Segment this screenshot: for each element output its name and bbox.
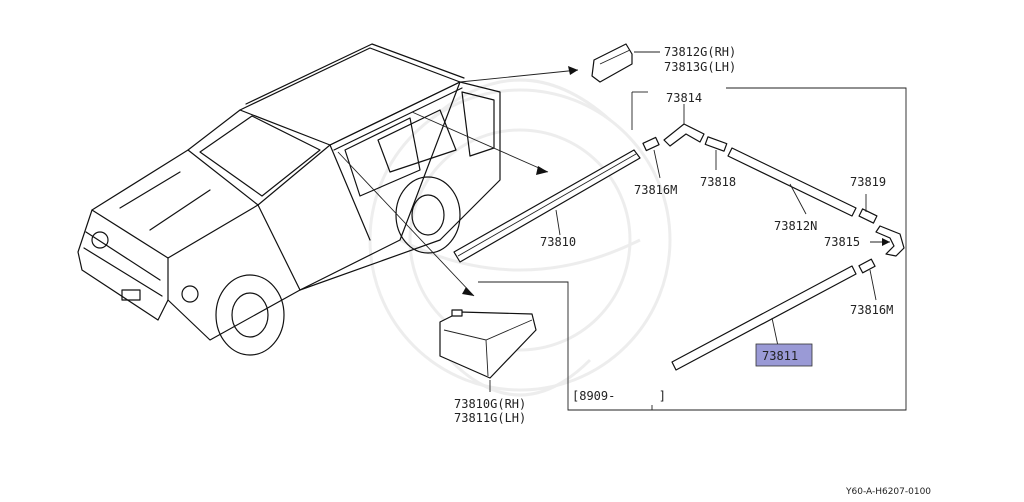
part-73819-clip [858,208,878,224]
part-end-cap-lower [439,309,537,379]
callout-73813G: 73813G(LH) [664,60,736,74]
callout-73810G: 73810G(RH) [454,397,526,411]
callout-73818: 73818 [700,175,736,189]
callout-73810: 73810 [540,235,576,249]
callout-73816M-upper: 73816M [634,183,677,197]
group-frame [478,87,907,411]
part-73814-corner [663,123,705,147]
callout-73811-highlight [755,343,813,367]
diagram-code: Y60-A-H6207-0100 [845,487,931,497]
callout-73812N: 73812N [774,219,817,233]
part-73815-bracket [875,225,905,257]
callout-73814: 73814 [666,91,702,105]
callout-73812G: 73812G(RH) [664,45,736,59]
part-73818-joint [704,136,728,152]
callout-73811G: 73811G(LH) [454,411,526,425]
callout-73819: 73819 [850,175,886,189]
leader-73812N [789,183,807,215]
callout-73815: 73815 [824,235,860,249]
part-73816M-clip-lower [858,258,876,274]
part-73812N-moulding [727,147,857,217]
callout-73816M-lower: 73816M [850,303,893,317]
callout-73811: 73811 [762,349,798,363]
leader-73811 [771,317,779,347]
part-73810-moulding [453,149,641,263]
part-corner-cap-upper [591,43,633,83]
leader-73816M-lower [869,269,877,301]
leader-73816M-upper [653,149,661,179]
vehicle-illustration [77,43,501,356]
leader-arrows [337,66,579,297]
watermark-emblem [368,78,672,397]
date-range: [8909- ] [572,389,666,403]
part-73816M-clip-upper [642,136,660,152]
part-73811-moulding [671,265,857,371]
leader-73810 [555,209,561,236]
